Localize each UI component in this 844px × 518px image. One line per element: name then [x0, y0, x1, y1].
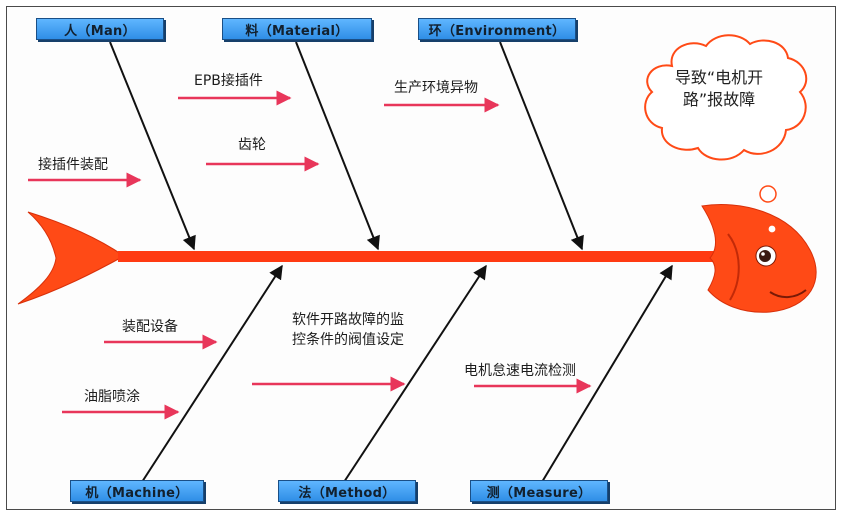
- fish-eye-pupil: [759, 250, 771, 262]
- bone-environment: [499, 41, 584, 251]
- cause-idle-current-test: 电机怠速电流检测: [464, 363, 576, 379]
- cause-assembly-equipment: 装配设备: [122, 319, 178, 335]
- fish-mouth: [769, 289, 807, 298]
- cause-epb-connector: EPB接插件: [194, 73, 263, 89]
- bone-method: [343, 264, 487, 483]
- spine: [118, 251, 718, 262]
- cause-threshold-setting: 软件开路故障的监控条件的阀值设定: [292, 312, 404, 348]
- cause-connector-assembly: 接插件装配: [38, 157, 108, 173]
- bone-man: [109, 41, 196, 251]
- fish-tail: [17, 211, 125, 305]
- cause-gear: 齿轮: [238, 137, 266, 153]
- effect-cloud: [644, 34, 808, 161]
- fish-eye-glint: [761, 252, 765, 256]
- thought-bubble-small: [767, 224, 777, 234]
- effect-text: 导致“电机开路”报故障: [674, 68, 764, 109]
- bone-material: [295, 41, 380, 251]
- cause-environment-foreign: 生产环境异物: [394, 80, 478, 96]
- category-man: 人（Man）: [36, 18, 164, 40]
- fish-gill: [727, 233, 740, 301]
- category-method: 法（Method）: [278, 480, 416, 502]
- bone-machine: [141, 264, 283, 483]
- category-material: 料（Material）: [222, 18, 372, 40]
- cause-grease-spraying: 油脂喷涂: [84, 389, 140, 405]
- category-machine: 机（Machine）: [70, 480, 204, 502]
- bone-measure: [541, 264, 673, 483]
- category-measure: 测（Measure）: [470, 480, 608, 502]
- thought-bubble-large: [759, 185, 777, 203]
- category-environment: 环（Environment）: [418, 18, 576, 40]
